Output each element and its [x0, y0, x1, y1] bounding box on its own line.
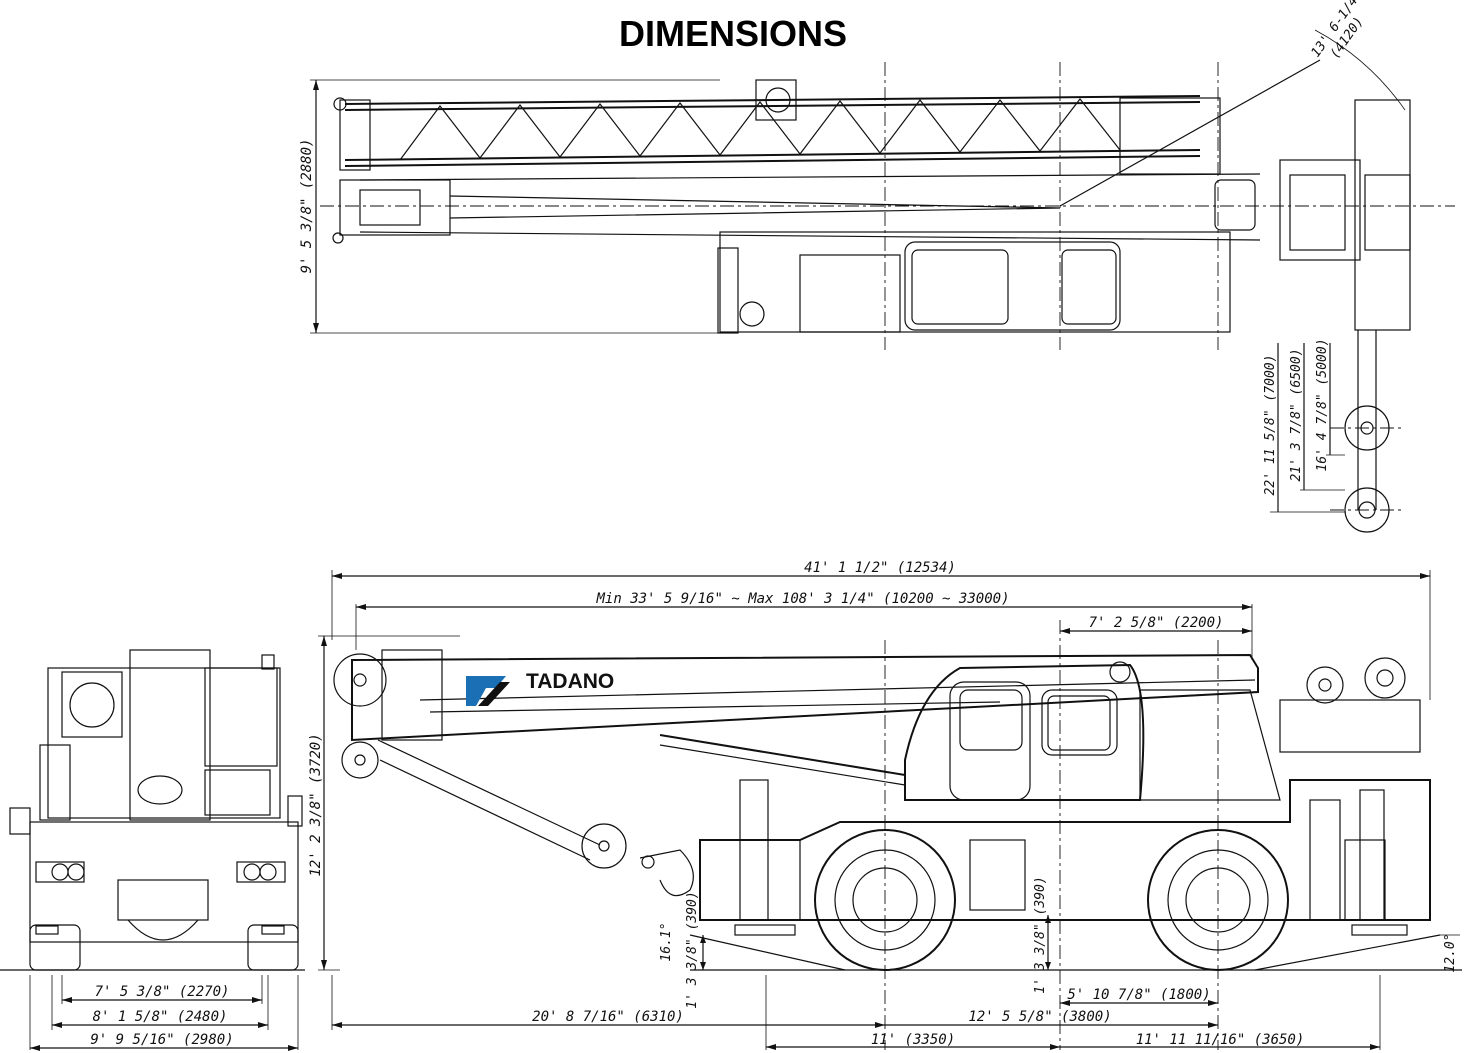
overall-height-dimension: 12' 2 3/8" (3720): [308, 733, 324, 876]
brand-name: TADANO: [526, 670, 614, 693]
brand-logo: [466, 676, 506, 706]
approach-angle: 16.1°: [659, 922, 674, 961]
outrigger-extension-min: 16' 4 7/8" (5000): [1315, 338, 1330, 471]
front-to-center-dimension: 20' 8 7/16" (6310): [532, 1009, 684, 1025]
departure-angle: 12.0°: [1443, 933, 1458, 972]
front-view: 7' 5 3/8" (2270) 8' 1 5/8" (2480) 9' 9 5…: [0, 649, 305, 1051]
overall-length-dimension: 41' 1 1/2" (12534): [804, 560, 956, 576]
front-width-3: 9' 9 5/16" (2980): [90, 1032, 233, 1048]
center-to-rear-dimension: 12' 5 5/8" (3800): [968, 1009, 1111, 1025]
rear-ground-clearance: 1' 3 3/8" (390): [1033, 876, 1048, 993]
page-title: DIMENSIONS: [619, 13, 847, 54]
rear-overhang-dimension: 7' 2 5/8" (2200): [1089, 615, 1224, 631]
center-to-rear-end-dimension: 11' 11 11/16" (3650): [1136, 1032, 1305, 1048]
front-width-2: 8' 1 5/8" (2480): [93, 1009, 228, 1025]
top-view: 9' 5 3/8" (2880): [299, 0, 1455, 533]
outrigger-extension-max: 22' 11 5/8" (7000): [1263, 355, 1278, 496]
front-axle-to-center-dimension: 11' (3350): [871, 1032, 955, 1048]
top-width-dimension: 9' 5 3/8" (2880): [299, 139, 315, 274]
wheelbase-center-dimension: 5' 10 7/8" (1800): [1067, 987, 1210, 1003]
boom-length-dimension: Min 33' 5 9/16" ~ Max 108' 3 1/4" (10200…: [595, 591, 1009, 607]
front-width-1: 7' 5 3/8" (2270): [95, 984, 230, 1000]
front-ground-clearance: 1' 3 3/8" (390): [685, 891, 700, 1008]
side-view: 41' 1 1/2" (12534) Min 33' 5 9/16" ~ Max…: [308, 560, 1462, 1050]
outrigger-extension-mid: 21' 3 7/8" (6500): [1289, 348, 1304, 481]
